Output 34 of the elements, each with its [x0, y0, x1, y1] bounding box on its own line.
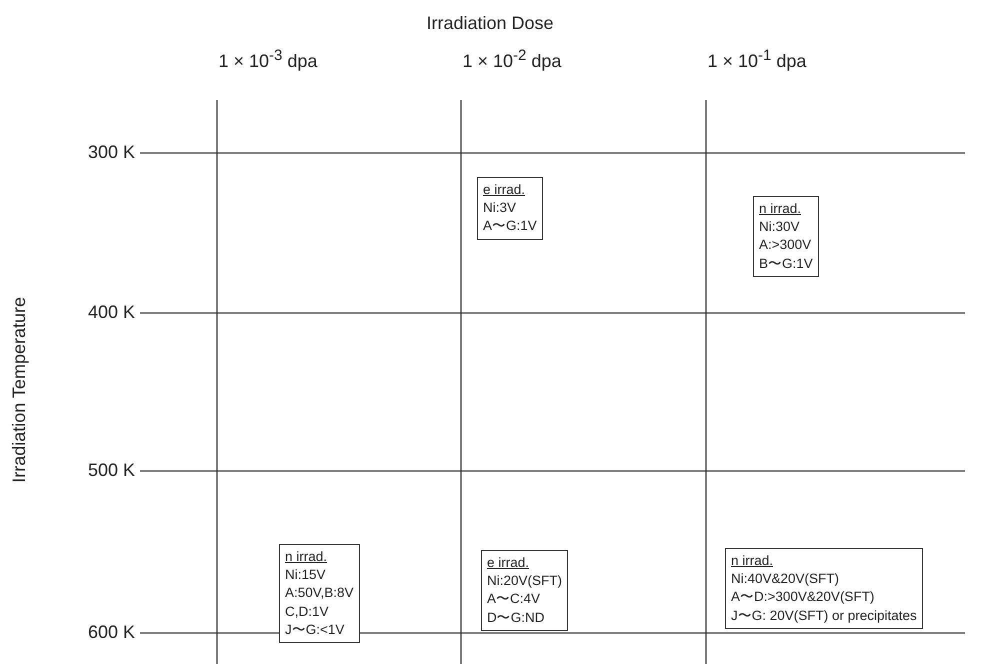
- tick-label: 1 × 10$^{-2}$ dpa: [462, 48, 562, 72]
- box-text: D〜G:ND: [487, 608, 544, 627]
- annotation-box: [725, 548, 923, 629]
- axis-title: Irradiation Dose: [426, 14, 554, 34]
- box-text: Ni:30V: [759, 218, 800, 236]
- box-text: A〜C:4V: [487, 590, 540, 608]
- box-heading: n irrad.: [759, 200, 802, 218]
- box-heading: n irrad.: [731, 552, 774, 570]
- annotation-box: [279, 544, 360, 644]
- box-text: A:50V,B:8V: [285, 584, 354, 602]
- box-text: Ni:3V: [483, 199, 516, 218]
- box-text: B〜G:1V: [759, 254, 813, 273]
- box-text: J〜G:<1V: [285, 620, 344, 639]
- box-text: Ni:40V&20V(SFT): [731, 570, 840, 588]
- tick-label: 600 K: [88, 623, 136, 643]
- annotation-box: [477, 177, 543, 240]
- box-text: A〜D:>300V&20V(SFT): [731, 588, 874, 606]
- tick-label: 500 K: [88, 461, 136, 481]
- box-text: J〜G: 20V(SFT) or precipitates: [731, 606, 917, 625]
- tick-label: 1 × 10$^{-3}$ dpa: [218, 48, 318, 72]
- axis-title: Irradiation Temperature: [10, 297, 30, 483]
- annotation-box: [753, 196, 819, 277]
- box-text: Ni:20V(SFT): [487, 572, 562, 590]
- box-text: C,D:1V: [285, 602, 329, 621]
- box-heading: n irrad.: [285, 548, 328, 566]
- box-heading: e irrad.: [483, 181, 526, 199]
- box-text: Ni:15V: [285, 566, 326, 584]
- box-text: A〜G:1V: [483, 217, 537, 236]
- box-heading: e irrad.: [487, 554, 530, 572]
- tick-label: 400 K: [88, 303, 136, 323]
- annotation-box: [481, 550, 568, 631]
- box-text: A:>300V: [759, 236, 812, 254]
- tick-label: 1 × 10$^{-1}$ dpa: [708, 48, 806, 72]
- tick-label: 300 K: [88, 143, 136, 163]
